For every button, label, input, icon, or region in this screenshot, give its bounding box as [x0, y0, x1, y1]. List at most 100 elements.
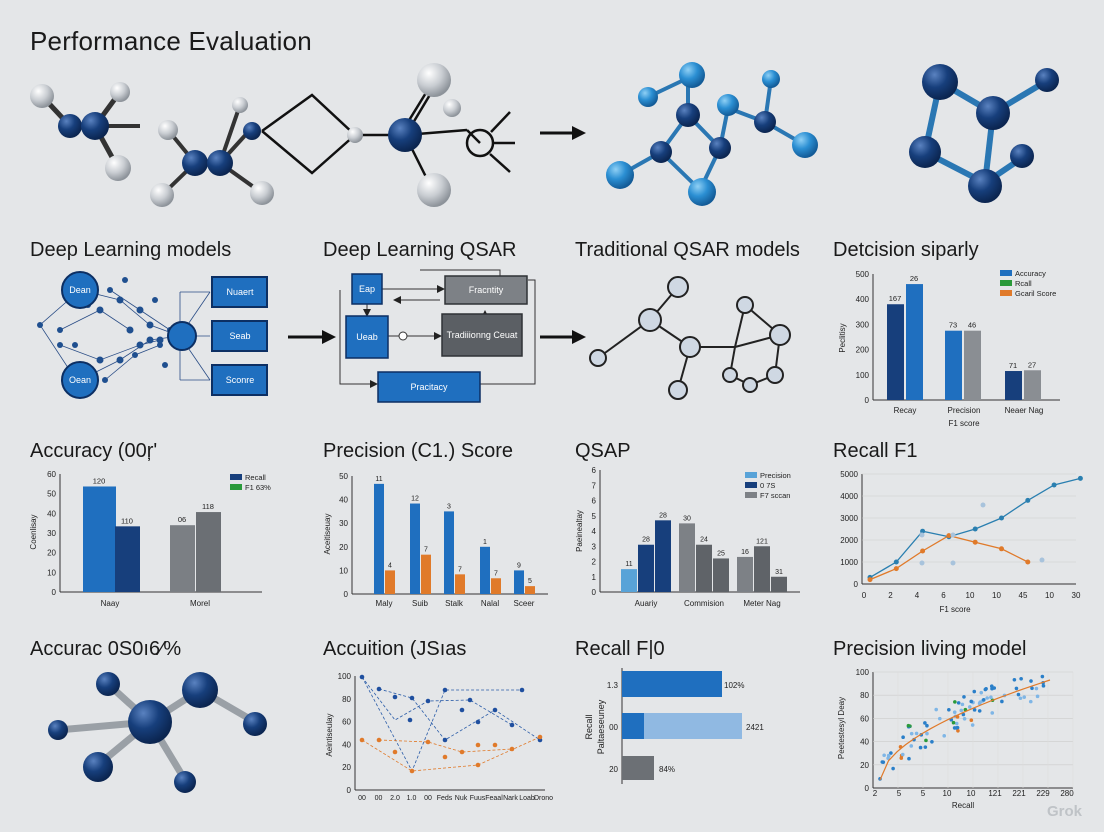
nn-label-oean: Oean [69, 375, 91, 385]
data-point [925, 731, 929, 736]
bar-value-label: 73 [949, 321, 957, 330]
bar-value-label: 84% [659, 765, 675, 774]
y-tick-label: 30 [47, 529, 56, 538]
heading-precision-score: Precision (C1.) Score [323, 440, 514, 462]
data-point [923, 721, 927, 725]
data-point [979, 690, 984, 695]
data-point [1012, 677, 1017, 682]
data-point [409, 695, 415, 701]
data-point [1019, 676, 1023, 681]
nn-node-oean [61, 361, 99, 399]
nn-box-nuaert [211, 276, 268, 308]
data-point [1025, 497, 1031, 503]
data-point [950, 532, 956, 538]
bar [421, 554, 431, 594]
data-point [882, 753, 886, 758]
y-tick-label: 100 [856, 668, 870, 677]
y-axis-label: Peclitisy [838, 323, 847, 352]
data-point [1039, 557, 1045, 563]
nn-label-sconre: Sconre [226, 375, 255, 385]
bar-value-label: 3 [447, 503, 451, 510]
data-point [893, 566, 899, 572]
watermark: Grok [1046, 803, 1082, 820]
x-tick-label: 1.0 [407, 795, 417, 802]
data-point [1022, 695, 1027, 699]
data-point [985, 696, 989, 700]
nn-box-seab [211, 320, 268, 352]
data-point [930, 739, 934, 744]
x-tick-label: 30 [1072, 591, 1081, 600]
series-line [378, 688, 541, 741]
y-tick-label: 20 [339, 543, 348, 552]
y-tick-label: 40 [860, 738, 869, 747]
data-point [900, 752, 905, 757]
data-point [977, 709, 982, 713]
bar [622, 671, 722, 697]
bar [906, 284, 923, 400]
bar-value-label: 28 [642, 537, 650, 544]
data-point [475, 742, 481, 748]
data-point [409, 768, 415, 774]
y-tick-label: 5000 [840, 470, 858, 479]
data-point [1034, 686, 1039, 691]
data-point [1040, 674, 1045, 679]
legend-swatch [745, 492, 757, 498]
bar [83, 486, 116, 592]
molecule-5 [48, 672, 267, 793]
bar-value-label: 16 [741, 549, 749, 556]
x-axis-label: Recall [952, 801, 974, 810]
flow-label-fracntity: Fracntity [469, 285, 504, 295]
data-point [989, 695, 993, 700]
data-point [392, 749, 398, 755]
bar-value-label: 120 [93, 476, 106, 485]
y-tick-label: 40 [342, 740, 351, 749]
bar-value-label: 06 [178, 515, 186, 524]
flow-box-eap [351, 273, 383, 305]
bar [945, 330, 962, 400]
bar [679, 523, 695, 592]
y-tick-label: 6 [592, 466, 597, 475]
y-tick-label: 7 [592, 481, 597, 490]
data-point [407, 717, 413, 723]
data-point [980, 502, 986, 508]
data-point [467, 697, 473, 703]
legend-swatch [1000, 290, 1012, 296]
bar-value-label: 118 [202, 502, 214, 511]
y-tick-label: 400 [856, 295, 870, 304]
x-tick-label: 10 [967, 789, 976, 798]
data-point [392, 694, 398, 700]
data-point [909, 744, 914, 748]
y-tick-label: 0 [344, 590, 349, 599]
data-point [1077, 475, 1083, 481]
y-tick-label: 80 [860, 691, 869, 700]
data-point [962, 695, 966, 699]
y-tick-label: 4 [592, 527, 597, 536]
data-point [990, 686, 994, 691]
x-tick-label: 10 [966, 591, 975, 600]
bar-value-label: 28 [659, 512, 667, 519]
y-axis-label: Aeintiseulay [325, 713, 334, 756]
x-tick-label: 229 [1036, 789, 1050, 798]
data-point [442, 754, 448, 760]
heading-accurac: Accurac 0S0ı6⁄% [30, 638, 182, 660]
bar [655, 520, 671, 592]
y-tick-label: 100 [338, 672, 352, 681]
data-point [919, 532, 925, 538]
y-tick-label: 1000 [840, 558, 858, 567]
bar-value-label: 71 [1009, 361, 1017, 370]
bar-value-label: 12 [411, 496, 419, 503]
x-tick-label: 5 [921, 789, 926, 798]
y-tick-label: 10 [339, 566, 348, 575]
legend-label: Precision [760, 471, 791, 480]
x-tick-label: Neaer Nag [1005, 406, 1044, 415]
data-point [961, 712, 966, 717]
legend-label: 0 7S [760, 481, 775, 490]
x-tick-label: 10 [1045, 591, 1054, 600]
data-point [981, 698, 986, 702]
x-tick-label: Suib [412, 599, 429, 608]
data-point [924, 738, 928, 743]
precision-chart: 01020304050Aceitiseuay114Maly127Suib37St… [323, 472, 548, 608]
y-tick-label: 0 [347, 786, 352, 795]
x-tick-label: Stalk [445, 599, 464, 608]
bar-value-label: 24 [700, 537, 708, 544]
